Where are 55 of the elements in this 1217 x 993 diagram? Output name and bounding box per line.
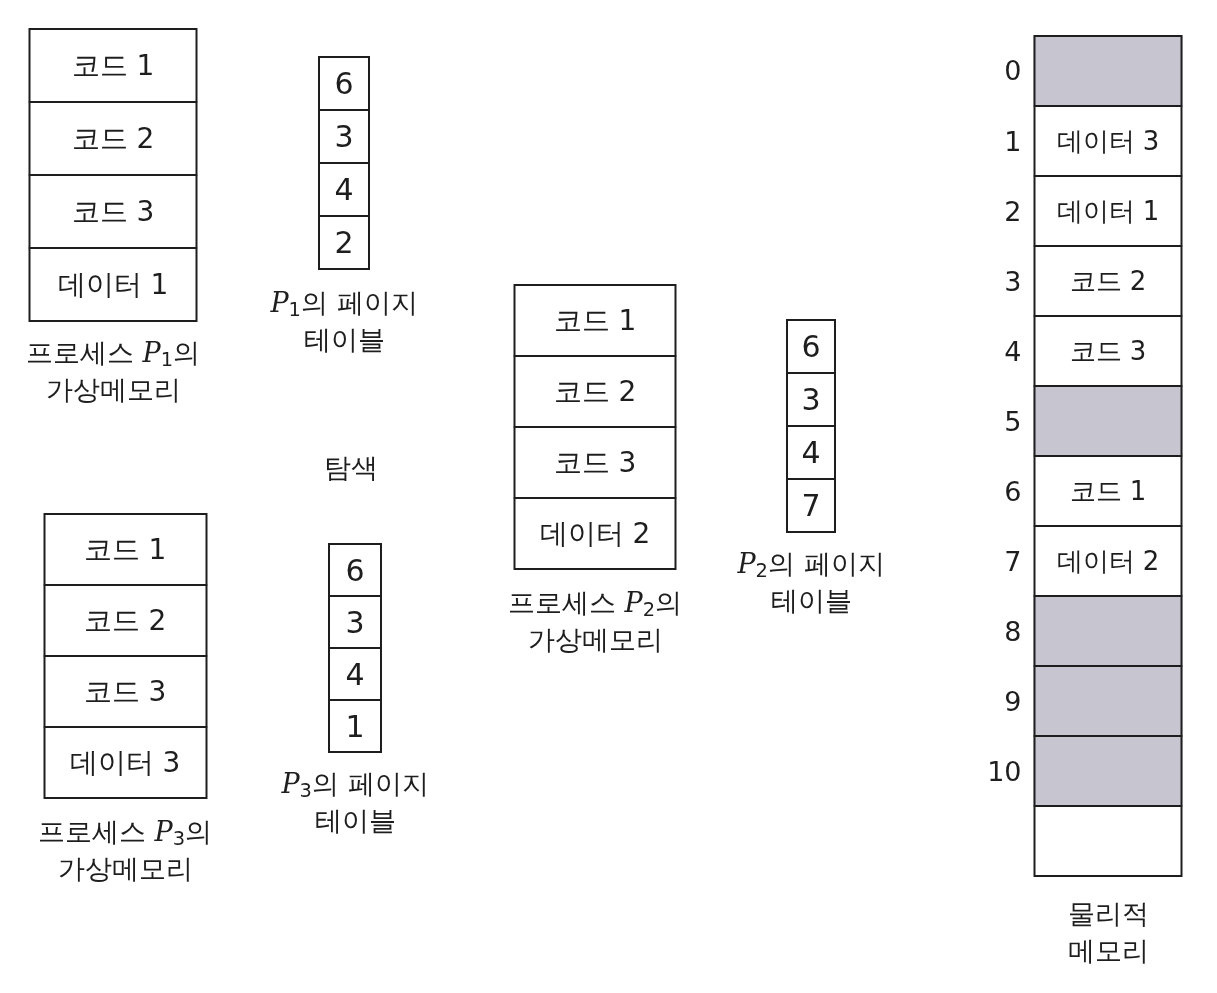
virtual-page-cell: 데이터 3 <box>43 726 207 799</box>
virtual-page-cell: 코드 3 <box>513 426 677 499</box>
page-table-entry: 4 <box>328 647 382 701</box>
physical-memory-label: 물리적 메모리 <box>1066 897 1150 969</box>
frame-number: 9 <box>1004 687 1022 717</box>
memory-frame: 코드 3 <box>1033 315 1183 387</box>
page-table-label: P$_{2}$의 페이지 테이블 <box>736 547 886 619</box>
virtual-page-cell: 데이터 2 <box>513 497 677 570</box>
page-table-entry: 4 <box>318 162 370 217</box>
page-table-entry: 6 <box>318 56 370 111</box>
shaded-frame <box>1033 385 1183 457</box>
page-table-entry: 3 <box>318 109 370 164</box>
memory-frame: 코드 2 <box>1033 245 1183 317</box>
frame-number: 7 <box>1004 547 1022 577</box>
virtual-page-cell: 코드 3 <box>43 655 207 728</box>
frame-number: 6 <box>1004 477 1022 507</box>
virtual-page-cell: 데이터 1 <box>28 247 198 322</box>
shaded-frame <box>1033 735 1183 807</box>
page-table-entry: 2 <box>318 215 370 270</box>
page-table-entry: 6 <box>328 543 382 597</box>
frame-number: 1 <box>1004 127 1022 157</box>
virtual-page-cell: 코드 2 <box>43 584 207 657</box>
frame-number: 2 <box>1004 197 1022 227</box>
page-table-entry: 3 <box>328 595 382 649</box>
frame-number: 0 <box>1004 56 1022 86</box>
virtual-page-cell: 코드 1 <box>28 28 198 103</box>
frame-number: 4 <box>1004 337 1022 367</box>
annotation-text: 탐색 <box>324 452 378 485</box>
page-table-label: P$_{3}$의 페이지 테이블 <box>280 767 430 839</box>
virtual-memory-label: 프로세스 P$_{3}$의 가상메모리 <box>36 815 214 887</box>
page-table-entry: 3 <box>786 372 836 427</box>
empty-frame <box>1033 805 1183 877</box>
frame-number: 8 <box>1004 617 1022 647</box>
page-table-entry: 6 <box>786 319 836 374</box>
frame-number: 5 <box>1004 407 1022 437</box>
frame-number: 3 <box>1004 267 1022 297</box>
virtual-memory-label: 프로세스 P$_{2}$의 가상메모리 <box>506 586 684 658</box>
page-table-label: P$_{1}$의 페이지 테이블 <box>269 286 419 358</box>
memory-frame: 데이터 2 <box>1033 525 1183 597</box>
memory-frame: 데이터 1 <box>1033 175 1183 247</box>
page-table-entry: 1 <box>328 699 382 753</box>
page-table-entry: 4 <box>786 425 836 480</box>
shaded-frame <box>1033 595 1183 667</box>
shaded-frame <box>1033 665 1183 737</box>
frame-number: 10 <box>987 757 1022 787</box>
virtual-page-cell: 코드 1 <box>43 513 207 586</box>
shaded-frame <box>1033 35 1183 107</box>
virtual-page-cell: 코드 3 <box>28 174 198 249</box>
memory-frame: 코드 1 <box>1033 455 1183 527</box>
virtual-page-cell: 코드 2 <box>28 101 198 176</box>
virtual-memory-label: 프로세스 P$_{1}$의 가상메모리 <box>24 336 202 408</box>
memory-frame: 데이터 3 <box>1033 105 1183 177</box>
virtual-page-cell: 코드 2 <box>513 355 677 428</box>
page-table-entry: 7 <box>786 478 836 533</box>
virtual-page-cell: 코드 1 <box>513 284 677 357</box>
